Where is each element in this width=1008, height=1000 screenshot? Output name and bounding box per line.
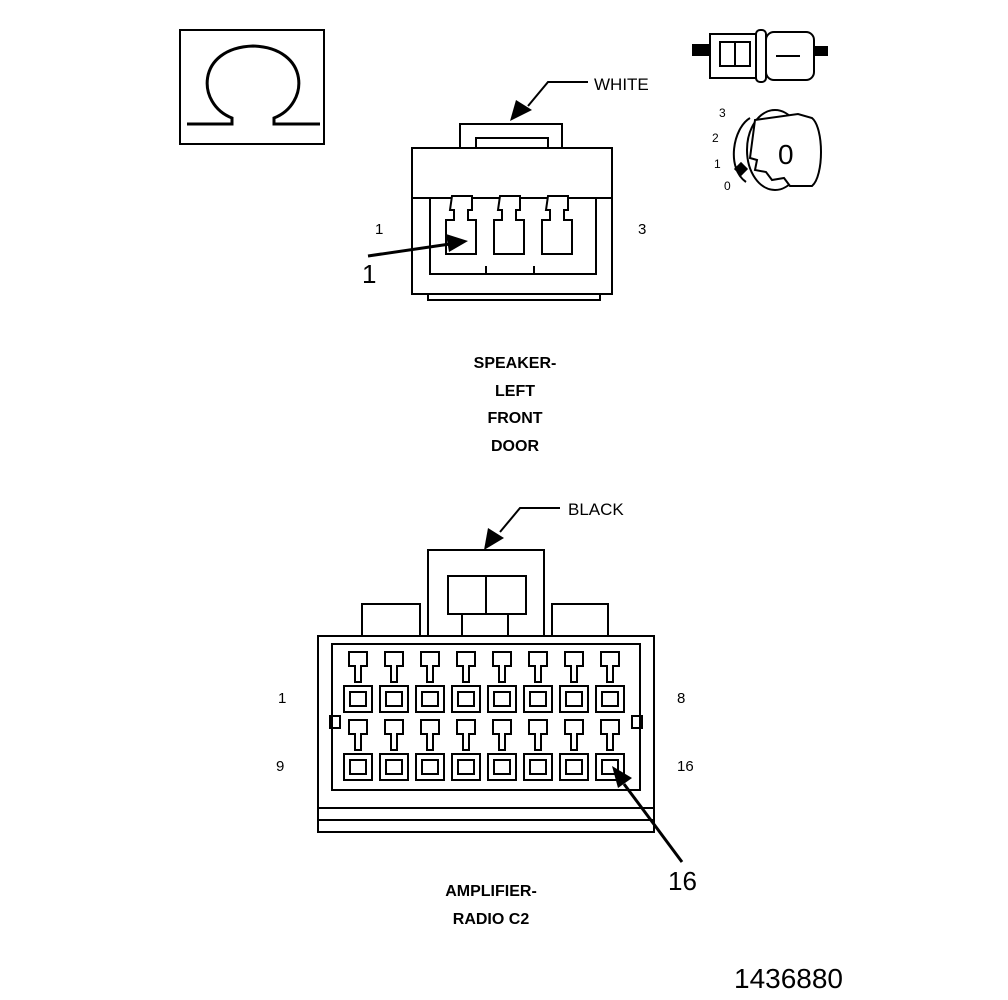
- speaker-callout-number: 1: [362, 259, 376, 289]
- cavity-row-1: [343, 651, 625, 713]
- amplifier-row2-left-label: 9: [276, 758, 284, 775]
- ignition-position-0: 0: [724, 179, 731, 193]
- amplifier-title-line-2: RADIO C2: [453, 911, 530, 928]
- cavity: [379, 719, 409, 781]
- ohm-symbol-icon: [179, 29, 325, 145]
- ignition-key-icon: 3 2 1 0 0: [712, 106, 822, 193]
- speaker-title-line-1: SPEAKER-: [474, 355, 557, 372]
- amplifier-color-label: BLACK: [568, 500, 624, 519]
- cavity: [343, 719, 373, 781]
- cavity: [415, 651, 445, 713]
- ignition-position-2: 2: [712, 131, 719, 145]
- speaker-title-line-2: LEFT: [495, 383, 535, 400]
- cavity: [595, 719, 625, 781]
- amplifier-callout-number: 16: [668, 866, 697, 896]
- amplifier-row2-right-label: 16: [677, 758, 694, 775]
- cavity: [343, 651, 373, 713]
- speaker-pin-label-right: 3: [638, 221, 646, 238]
- cavity: [451, 719, 481, 781]
- amplifier-row1-right-label: 8: [677, 690, 685, 707]
- connector-body: [317, 635, 655, 833]
- speaker-connector: WHITE 1 3 1 SPEAKER- LEFT FRONT DOOR: [362, 75, 649, 455]
- cavity: [595, 651, 625, 713]
- cavity: [559, 719, 589, 781]
- cavity: [523, 651, 553, 713]
- ignition-position-1: 1: [714, 157, 721, 171]
- speaker-pin-label-left: 1: [375, 221, 383, 238]
- amplifier-row1-left-label: 1: [278, 690, 286, 707]
- disconnected-connector-icon: [692, 29, 828, 83]
- color-callout-arrowhead: [510, 100, 532, 121]
- cavity: [451, 651, 481, 713]
- speaker-title-line-4: DOOR: [491, 438, 539, 455]
- amplifier-connector: BLACK: [276, 500, 697, 928]
- cavity: [559, 651, 589, 713]
- cavity: [487, 719, 517, 781]
- cavity-3: [541, 195, 573, 255]
- amplifier-title-line-1: AMPLIFIER-: [445, 883, 537, 900]
- cavity: [487, 651, 517, 713]
- cavity: [379, 651, 409, 713]
- cavity-row-2: [343, 719, 625, 781]
- color-callout-arrowhead: [484, 528, 504, 550]
- cavity: [523, 719, 553, 781]
- cavity-2: [493, 195, 525, 255]
- speaker-title-line-3: FRONT: [487, 410, 542, 427]
- speaker-color-label: WHITE: [594, 75, 649, 94]
- ignition-position-3: 3: [719, 106, 726, 120]
- figure-number: 1436880: [734, 963, 843, 994]
- cavity: [415, 719, 445, 781]
- key-label: 0: [778, 139, 794, 170]
